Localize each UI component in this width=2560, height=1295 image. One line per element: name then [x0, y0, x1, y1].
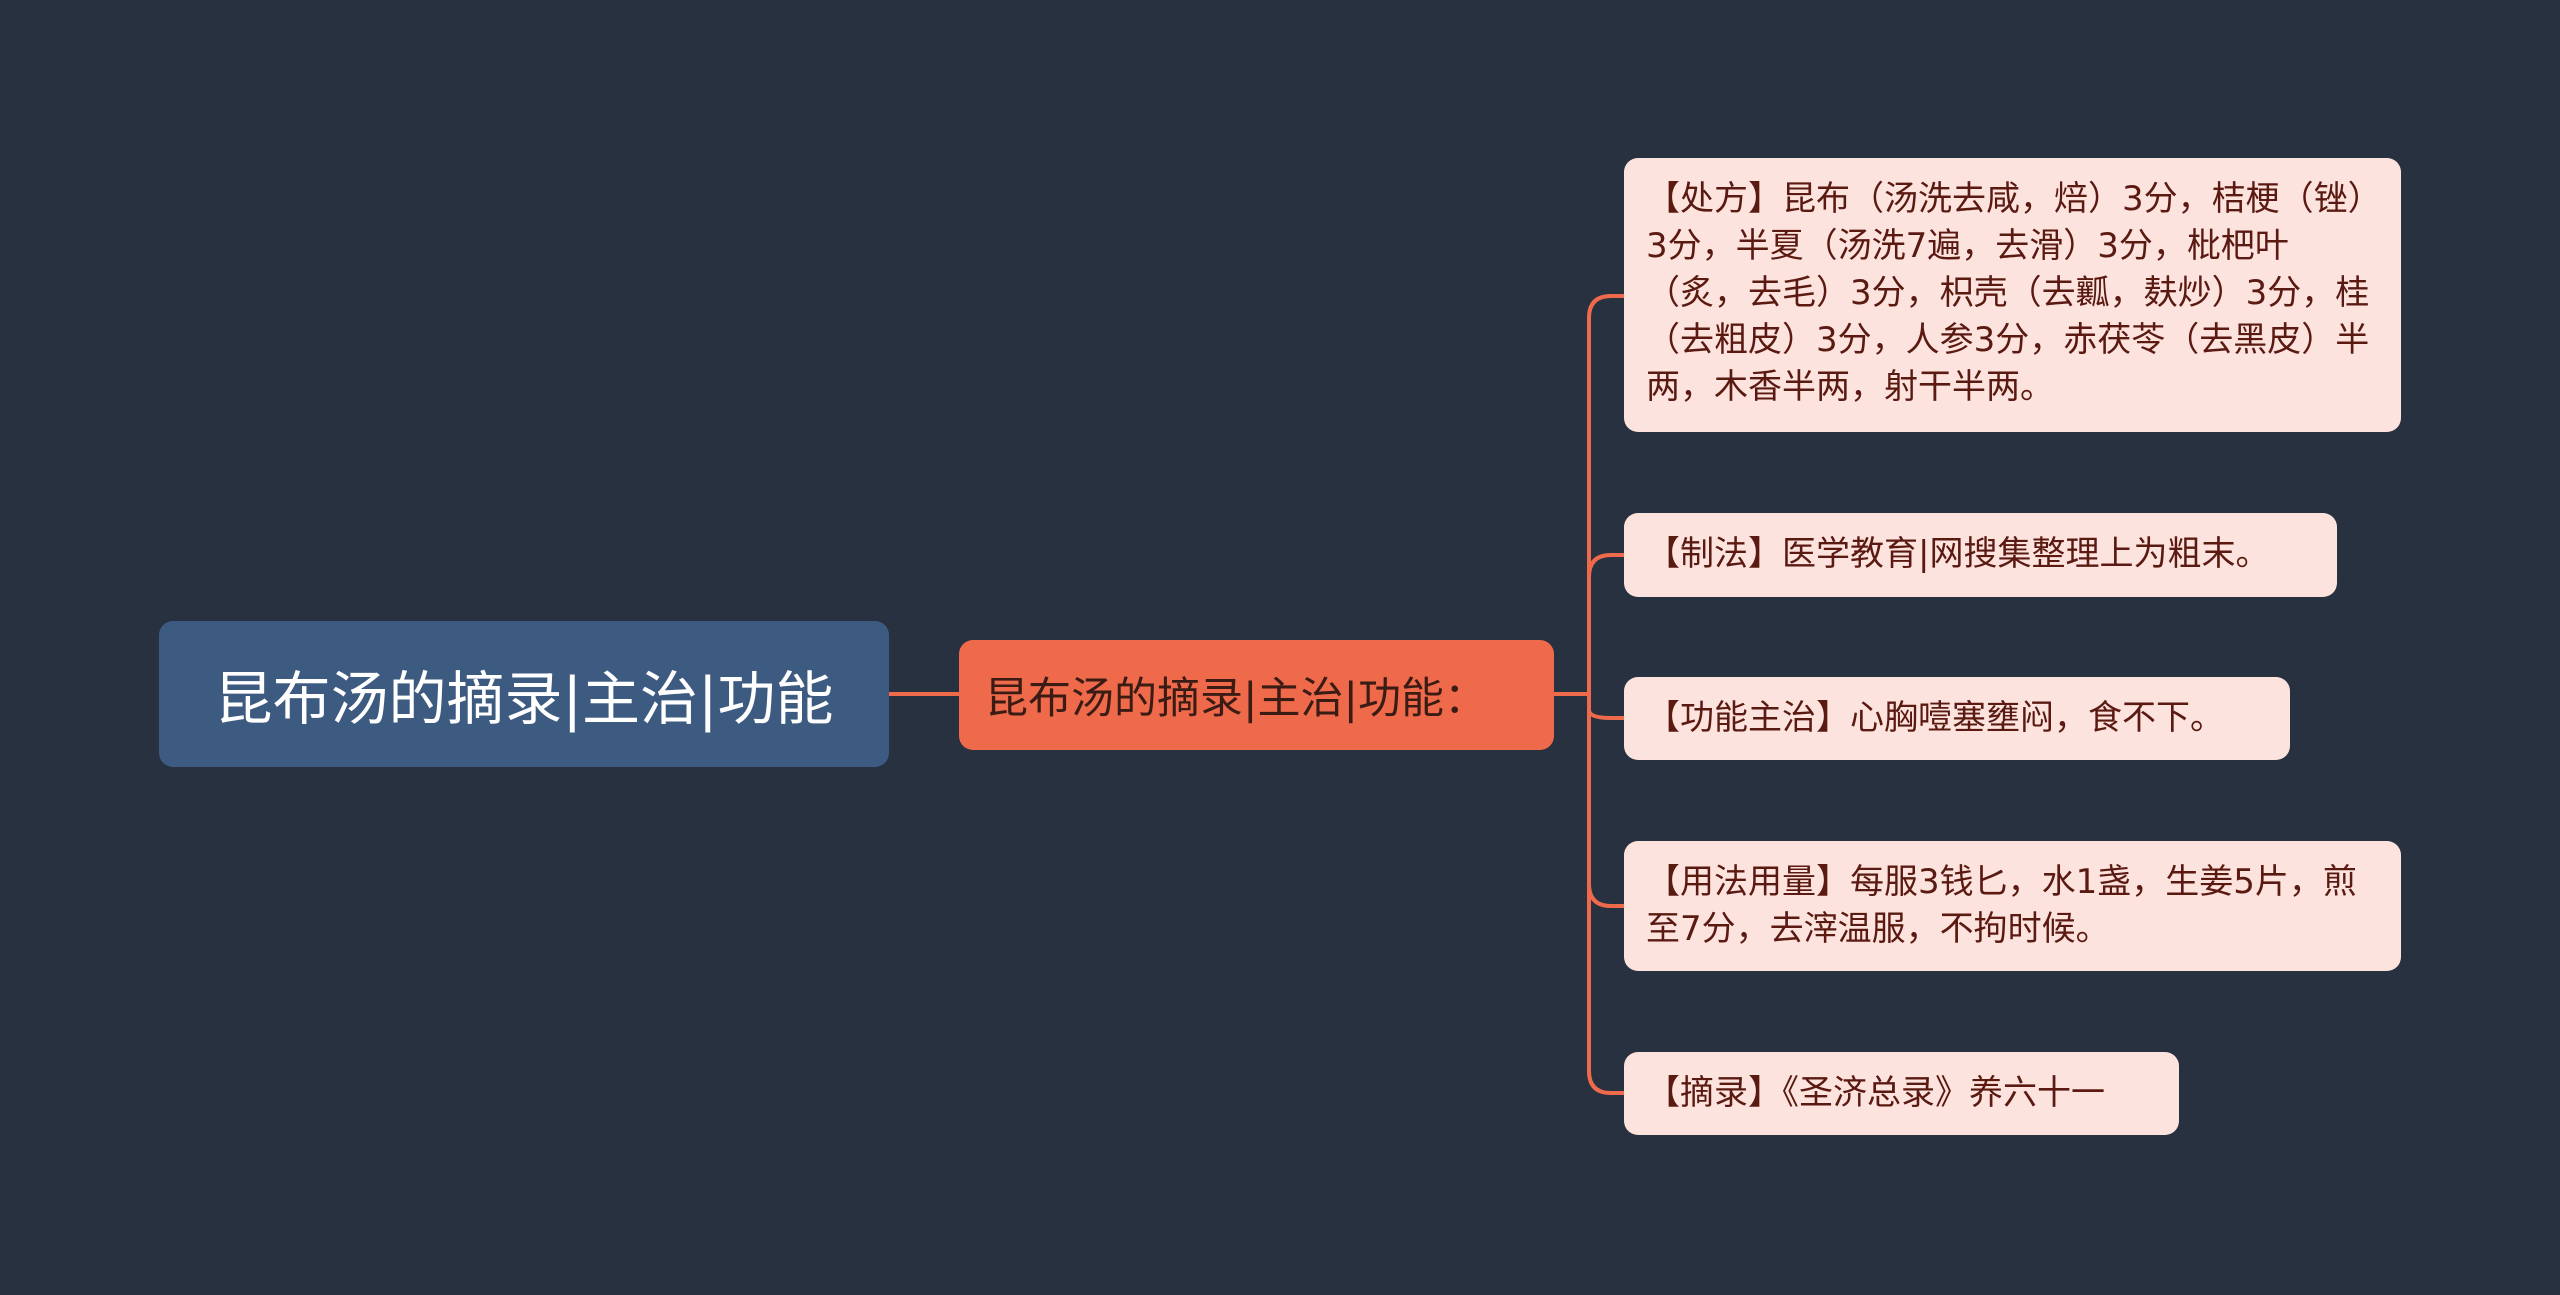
- leaf-node-dosage[interactable]: 【用法用量】每服3钱匕，水1盏，生姜5片，煎至7分，去滓温服，不拘时候。: [1624, 841, 2401, 971]
- connector-leaf-3: [1587, 694, 1624, 720]
- leaf-node-text: 【摘录】《圣济总录》养六十一: [1646, 1073, 2105, 1113]
- branch-node-label: 昆布汤的摘录|主治|功能：: [985, 674, 1487, 724]
- leaf-node-text: 【功能主治】心胸噎塞壅闷，食不下。: [1646, 698, 2224, 738]
- root-node[interactable]: 昆布汤的摘录|主治|功能: [159, 621, 889, 767]
- connector-leaf-4: [1587, 694, 1624, 908]
- leaf-node-text: 【制法】医学教育|网搜集整理上为粗末。: [1646, 534, 2270, 574]
- connector-leaf-1: [1587, 294, 1624, 694]
- leaf-node-indications[interactable]: 【功能主治】心胸噎塞壅闷，食不下。: [1624, 677, 2290, 760]
- branch-node[interactable]: 昆布汤的摘录|主治|功能：: [959, 640, 1554, 750]
- root-node-label: 昆布汤的摘录|主治|功能: [214, 665, 834, 733]
- leaf-node-text: 【用法用量】每服3钱匕，水1盏，生姜5片，煎至7分，去滓温服，不拘时候。: [1646, 862, 2357, 949]
- leaf-node-source[interactable]: 【摘录】《圣济总录》养六十一: [1624, 1052, 2179, 1135]
- leaf-node-prescription[interactable]: 【处方】昆布（汤洗去咸，焙）3分，桔梗（锉）3分，半夏（汤洗7遍，去滑）3分，枇…: [1624, 158, 2401, 432]
- leaf-node-text: 【处方】昆布（汤洗去咸，焙）3分，桔梗（锉）3分，半夏（汤洗7遍，去滑）3分，枇…: [1646, 179, 2370, 407]
- leaf-node-preparation[interactable]: 【制法】医学教育|网搜集整理上为粗末。: [1624, 513, 2337, 597]
- connector-leaf-2: [1587, 553, 1624, 694]
- connector-leaf-5: [1587, 694, 1624, 1095]
